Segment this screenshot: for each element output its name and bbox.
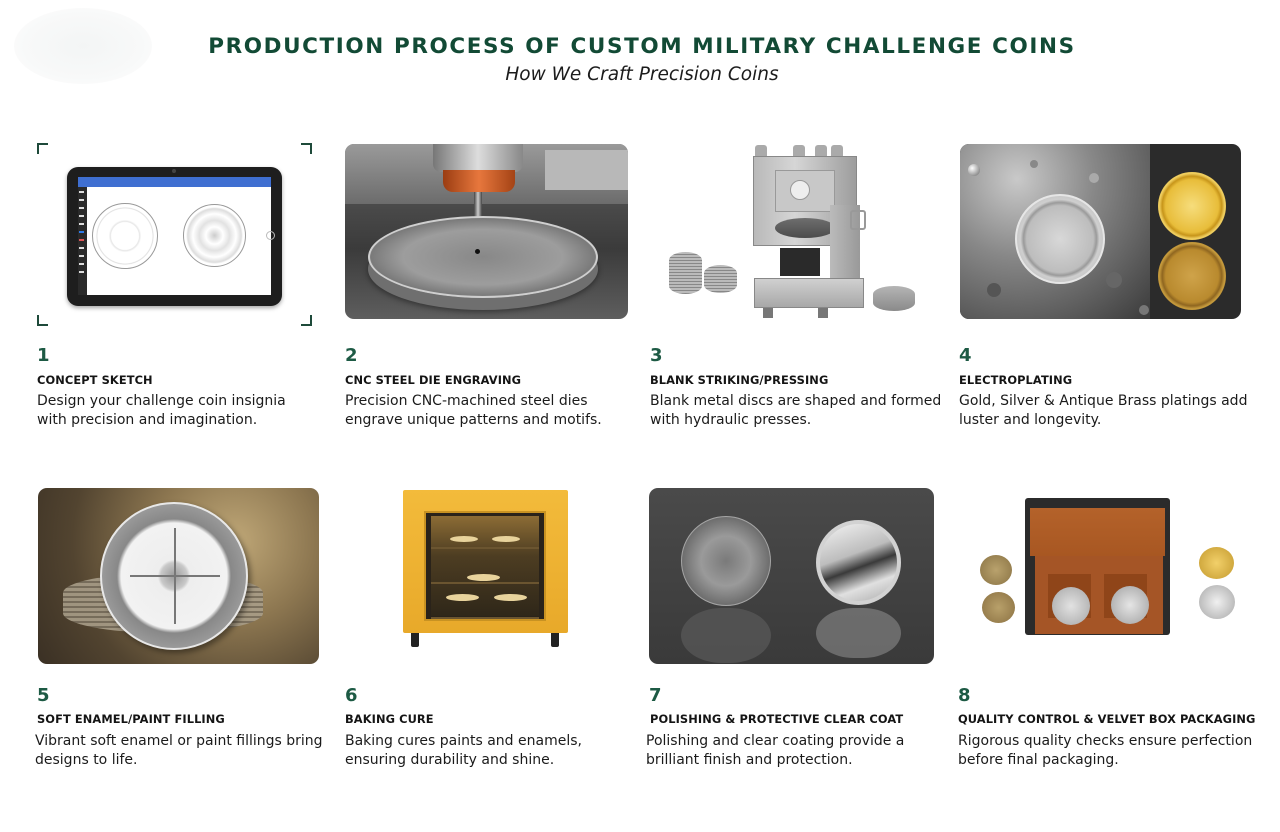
step-description: Vibrant soft enamel or paint fillings br… bbox=[35, 733, 323, 768]
enamel-coin-icon bbox=[38, 488, 319, 664]
step-number: 7 bbox=[649, 685, 662, 706]
curing-oven-icon bbox=[403, 490, 568, 650]
logo-placeholder bbox=[14, 8, 152, 84]
step-title: ELECTROPLATING bbox=[959, 373, 1073, 387]
step-title: POLISHING & PROTECTIVE CLEAR COAT bbox=[650, 712, 904, 726]
step-title: CONCEPT SKETCH bbox=[37, 373, 153, 387]
step-number: 1 bbox=[37, 345, 50, 366]
electroplating-coins-icon bbox=[960, 144, 1241, 319]
step-description: Precision CNC-machined steel dies engrav… bbox=[345, 393, 602, 428]
page-title: PRODUCTION PROCESS OF CUSTOM MILITARY CH… bbox=[208, 34, 1076, 59]
step-description: Gold, Silver & Antique Brass platings ad… bbox=[959, 393, 1248, 428]
cnc-machine-die-icon bbox=[345, 144, 628, 319]
step-number: 3 bbox=[650, 345, 663, 366]
step-description: Rigorous quality checks ensure perfectio… bbox=[958, 733, 1253, 768]
step-title: BAKING CURE bbox=[345, 712, 434, 726]
step-number: 2 bbox=[345, 345, 358, 366]
corner-bracket-icon bbox=[301, 315, 312, 326]
step-description: Design your challenge coin insignia with… bbox=[37, 393, 286, 428]
velvet-box-icon bbox=[975, 495, 1240, 640]
corner-bracket-icon bbox=[301, 143, 312, 154]
corner-bracket-icon bbox=[37, 143, 48, 154]
step-description: Blank metal discs are shaped and formed … bbox=[650, 393, 942, 428]
step-number: 6 bbox=[345, 685, 358, 706]
step-description: Baking cures paints and enamels, ensurin… bbox=[345, 733, 582, 768]
step-title: QUALITY CONTROL & VELVET BOX PACKAGING bbox=[958, 712, 1256, 726]
corner-bracket-icon bbox=[37, 315, 48, 326]
step-number: 5 bbox=[37, 685, 50, 706]
tablet-coin-sketch-icon bbox=[67, 167, 282, 306]
step-title: SOFT ENAMEL/PAINT FILLING bbox=[37, 712, 225, 726]
step-number: 8 bbox=[958, 685, 971, 706]
page-header: PRODUCTION PROCESS OF CUSTOM MILITARY CH… bbox=[0, 34, 1280, 85]
step-description: Polishing and clear coating provide a br… bbox=[646, 733, 905, 768]
hydraulic-press-icon bbox=[660, 140, 930, 330]
step-number: 4 bbox=[959, 345, 972, 366]
step-title: BLANK STRIKING/PRESSING bbox=[650, 373, 829, 387]
step-title: CNC STEEL DIE ENGRAVING bbox=[345, 373, 522, 387]
page-subtitle: How We Craft Precision Coins bbox=[505, 64, 779, 85]
polished-coins-icon bbox=[649, 488, 934, 664]
